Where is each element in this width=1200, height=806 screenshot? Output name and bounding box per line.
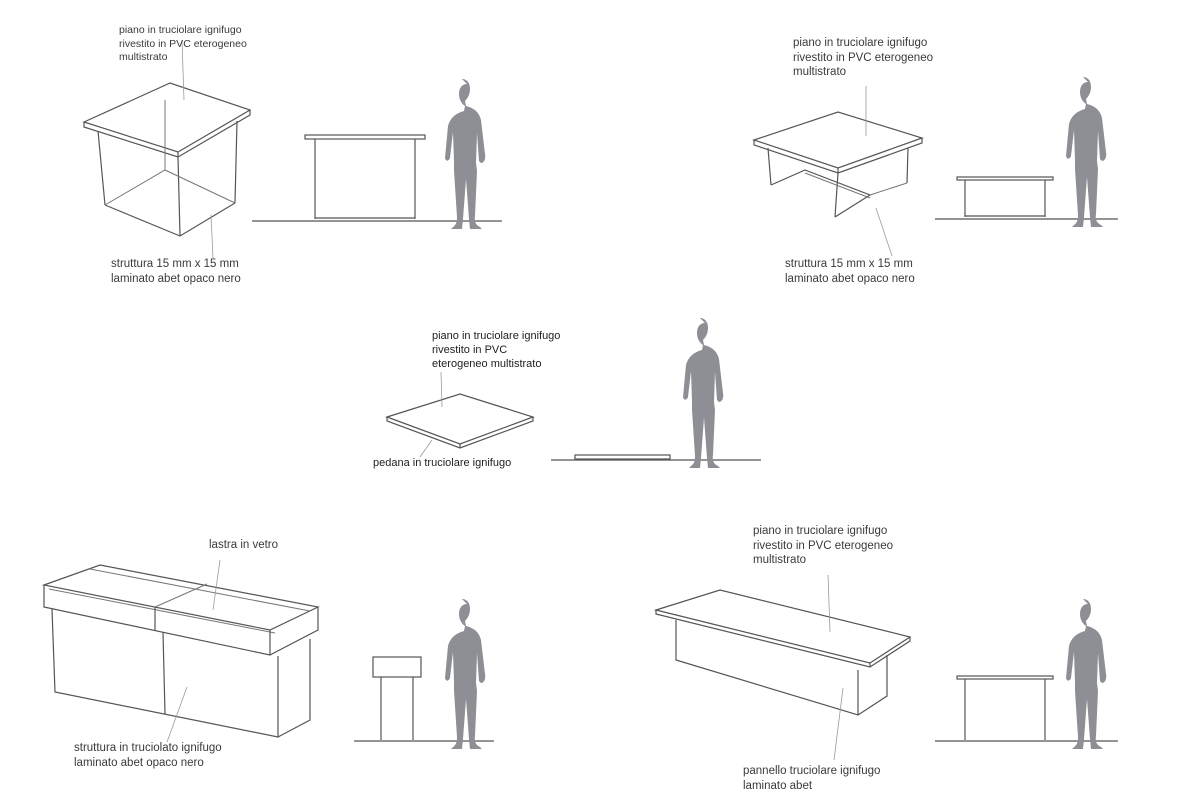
item-3-side-view (551, 318, 761, 468)
item-5-long-counter (653, 574, 1118, 761)
item-2-top-label: piano in truciolare ignifugo rivestito i… (793, 37, 933, 78)
item-1-side-view (252, 79, 502, 229)
item-1-bottom-label: struttura 15 mm x 15 mm laminato abet op… (111, 258, 241, 285)
item-3-top-label: piano in truciolare ignifugo rivestito i… (432, 330, 561, 370)
item-4-isometric-view (41, 564, 320, 738)
item-3-isometric-view (385, 393, 535, 449)
item-2-side-view (935, 77, 1118, 227)
human-silhouette-icon (445, 79, 486, 229)
item-2-bottom-label: struttura 15 mm x 15 mm laminato abet op… (785, 258, 915, 285)
item-5-top-label: piano in truciolare ignifugo rivestito i… (753, 525, 893, 566)
human-silhouette-icon (445, 599, 486, 749)
item-4-top-label: lastra in vetro (209, 539, 279, 551)
item-4-display-counter (41, 559, 494, 749)
human-silhouette-icon (1066, 77, 1107, 227)
human-silhouette-icon (1066, 599, 1107, 749)
item-2-isometric-view (752, 111, 924, 218)
item-1-isometric-view (82, 82, 252, 237)
item-5-isometric-view (653, 589, 912, 716)
human-silhouette-icon (683, 318, 724, 468)
item-3-platform (385, 318, 761, 468)
item-2-low-table (752, 77, 1118, 257)
item-1-top-label: piano in truciolare ignifugo rivestito i… (119, 24, 247, 63)
item-4-side-view (354, 599, 494, 749)
item-3-bottom-label: pedana in truciolare ignifugo (373, 457, 512, 469)
item-4-bottom-label: struttura in truciolato ignifugo laminat… (74, 742, 222, 769)
item-1-cube-table (82, 39, 502, 259)
item-5-bottom-label: pannello truciolare ignifugo laminato ab… (743, 765, 881, 792)
item-5-side-view (935, 599, 1118, 749)
